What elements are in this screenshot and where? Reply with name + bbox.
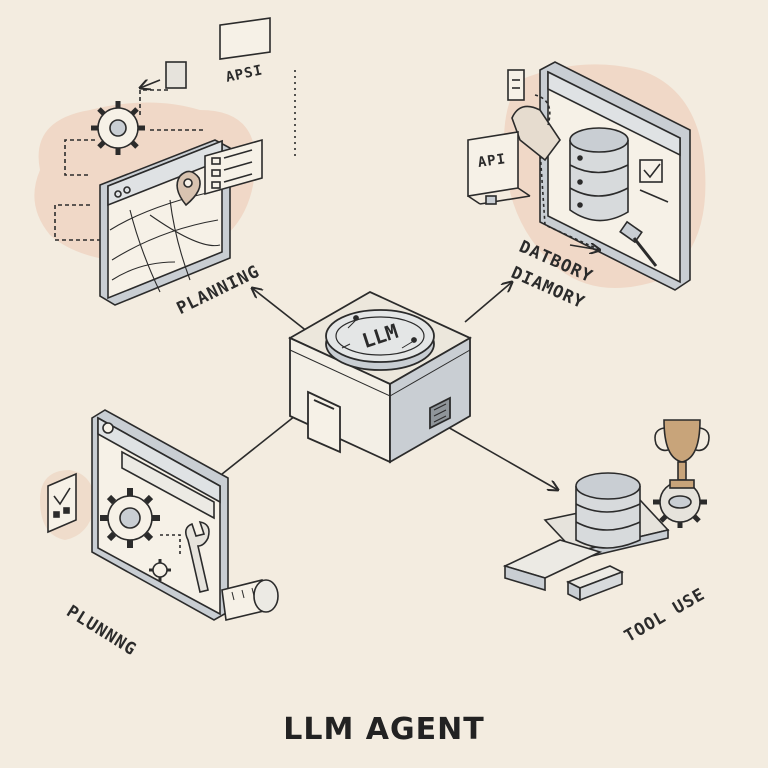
location-pin-icon [176, 170, 201, 207]
small-gear-icon [149, 559, 171, 581]
planning-module [54, 17, 296, 306]
hand-cursor-icon [511, 105, 561, 162]
small-arrow-icon [140, 80, 161, 88]
map-panel [99, 139, 231, 306]
arrow-to-tool-use [431, 417, 558, 490]
wrench-icon [184, 520, 210, 593]
connector-arrows [212, 282, 558, 490]
database-icon [569, 127, 629, 222]
memory-module [467, 61, 691, 291]
gear-icon [91, 101, 145, 155]
api-tag-box [219, 17, 271, 60]
tape-measure-icon [221, 579, 279, 621]
checkbox-icon [639, 159, 663, 183]
arrow-to-memory [464, 282, 512, 323]
map-roads [109, 189, 221, 293]
lower-planning-module [47, 409, 279, 621]
page-title: LLM AGENT [283, 712, 485, 747]
api-box [467, 131, 531, 205]
large-gear-icon [100, 488, 160, 548]
tool-gear-icon [653, 476, 707, 528]
llm-core [288, 290, 472, 464]
device-icon [507, 69, 525, 101]
window-dot [102, 422, 114, 434]
doc-square-icon [165, 61, 187, 89]
list-card-icon [204, 138, 263, 196]
checklist-icon [47, 472, 77, 534]
search-bar [121, 450, 215, 520]
core-box-right [389, 336, 471, 464]
trophy-icon [654, 419, 710, 489]
arrow-to-planning [252, 288, 309, 333]
arrow-to-planning-lower [212, 411, 301, 482]
core-door [307, 390, 341, 454]
hammer-icon [619, 220, 658, 267]
tool-database-icon [575, 472, 641, 549]
flow-lines [54, 139, 100, 241]
tool-use-module [502, 419, 710, 602]
